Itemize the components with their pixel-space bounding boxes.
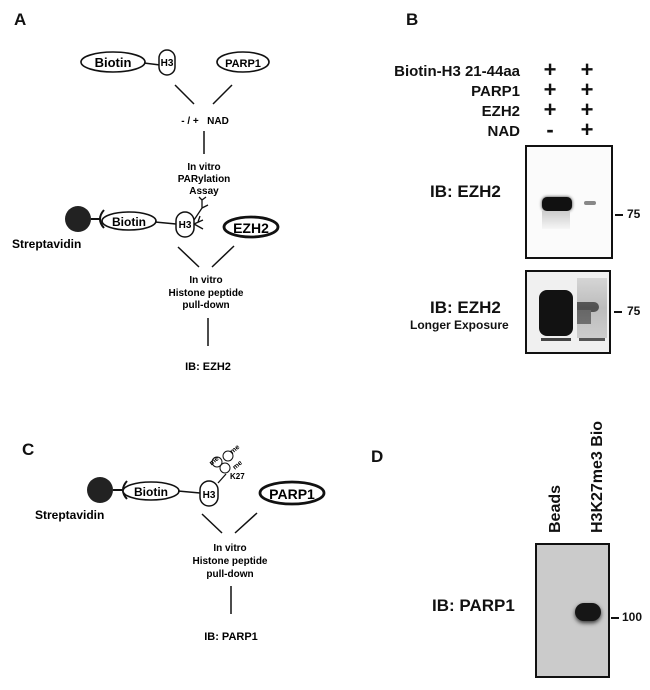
sign: - bbox=[546, 117, 554, 142]
streptavidin-bead-icon bbox=[87, 477, 113, 503]
marker-tick bbox=[611, 617, 619, 619]
me-text: me bbox=[229, 444, 241, 456]
condition-label: NAD bbox=[487, 123, 521, 140]
band bbox=[542, 197, 572, 211]
biotin-node bbox=[80, 51, 146, 73]
step-line1: In vitro bbox=[213, 543, 246, 554]
parp1-text: PARP1 bbox=[225, 58, 261, 70]
step1-line1: In vitro bbox=[187, 162, 220, 173]
lane2-signs: + + + + bbox=[577, 57, 597, 142]
panel-label-c: C bbox=[22, 440, 35, 459]
blot-sublabel: Longer Exposure bbox=[410, 318, 509, 332]
arrow-line bbox=[212, 84, 233, 105]
h3-node bbox=[158, 49, 176, 76]
me-text: me bbox=[232, 459, 244, 471]
sign: + bbox=[580, 77, 594, 102]
readout-text: IB: EZH2 bbox=[185, 361, 231, 373]
western-blot-parp1 bbox=[535, 543, 610, 678]
panel-label-a: A bbox=[14, 10, 27, 29]
biotin-text: Biotin bbox=[112, 215, 146, 229]
condition-labels: Biotin-H3 21-44aa PARP1 EZH2 NAD bbox=[360, 62, 520, 142]
streptavidin-text: Streptavidin bbox=[35, 508, 104, 522]
k27-text: K27 bbox=[230, 472, 245, 481]
blot-label: IB: EZH2 bbox=[430, 298, 501, 317]
arrow-line bbox=[174, 84, 195, 105]
me-text: me bbox=[208, 455, 220, 467]
panel-a-diagram: Biotin H3 PARP1 - / + NAD In vitro PARyl… bbox=[12, 49, 280, 373]
step1-line2: PARylation bbox=[178, 174, 231, 185]
h3-text: H3 bbox=[179, 220, 192, 231]
step2-line3: pull-down bbox=[182, 300, 229, 311]
step-line3: pull-down bbox=[206, 569, 253, 580]
ezh2-node bbox=[222, 215, 280, 239]
blot-label: IB: EZH2 bbox=[430, 182, 501, 201]
nad-text: NAD bbox=[207, 116, 229, 127]
sign: + bbox=[580, 97, 594, 122]
lane-label: Beads bbox=[547, 484, 564, 533]
western-blot-ezh2 bbox=[525, 145, 613, 259]
methyl-icon bbox=[211, 456, 223, 468]
biotin-text: Biotin bbox=[134, 485, 168, 499]
biotin-node bbox=[101, 211, 157, 231]
band bbox=[539, 290, 573, 336]
h3-node bbox=[199, 480, 219, 507]
nad-condition-text: - / + bbox=[181, 116, 199, 127]
marker-label: 75 bbox=[627, 304, 641, 318]
binding-cup-icon bbox=[99, 209, 105, 229]
smear bbox=[577, 278, 607, 338]
parp1-node bbox=[216, 51, 270, 73]
h3-text: H3 bbox=[161, 58, 174, 69]
biotin-text: Biotin bbox=[95, 55, 132, 70]
readout-text: IB: PARP1 bbox=[204, 631, 258, 643]
methyl-icon bbox=[222, 450, 234, 462]
streptavidin-bead-icon bbox=[65, 206, 91, 232]
step2-line1: In vitro bbox=[189, 275, 222, 286]
band bbox=[575, 603, 601, 621]
condition-label: PARP1 bbox=[471, 83, 520, 100]
sign: + bbox=[580, 57, 594, 82]
h3-text: H3 bbox=[203, 490, 216, 501]
band bbox=[584, 201, 596, 205]
blot-label: IB: PARP1 bbox=[432, 596, 515, 615]
condition-label: EZH2 bbox=[481, 103, 520, 120]
panel-label-d: D bbox=[371, 447, 384, 466]
par-chain-icon bbox=[193, 215, 204, 230]
step2-line2: Histone peptide bbox=[168, 288, 243, 299]
band bbox=[579, 338, 605, 341]
sign: + bbox=[543, 77, 557, 102]
parp1-text: PARP1 bbox=[269, 486, 315, 502]
link-line bbox=[143, 62, 161, 66]
marker-label: 100 bbox=[622, 610, 643, 624]
streptavidin-text: Streptavidin bbox=[12, 237, 81, 251]
smear bbox=[542, 211, 570, 229]
panel-label-b: B bbox=[406, 10, 419, 29]
par-chain-icon bbox=[193, 196, 209, 221]
lane1-signs: + + + - bbox=[540, 57, 560, 142]
marker-tick bbox=[614, 311, 622, 313]
western-blot-ezh2-long bbox=[525, 270, 611, 354]
marker-tick bbox=[615, 214, 623, 216]
step-line2: Histone peptide bbox=[192, 556, 267, 567]
panel-c-diagram: Streptavidin Biotin H3 K27 me me me PARP… bbox=[35, 444, 326, 643]
condition-label: Biotin-H3 21-44aa bbox=[394, 63, 520, 80]
lane-label: H3K27me3 Bio bbox=[589, 420, 606, 533]
methyl-icon bbox=[219, 462, 231, 474]
step1-line3: Assay bbox=[189, 186, 219, 197]
sign: + bbox=[543, 57, 557, 82]
ezh2-text: EZH2 bbox=[233, 220, 269, 236]
parp1-node bbox=[258, 480, 326, 506]
sign: + bbox=[580, 117, 594, 142]
marker-label: 75 bbox=[627, 207, 641, 221]
sign: + bbox=[543, 97, 557, 122]
band bbox=[541, 338, 571, 341]
